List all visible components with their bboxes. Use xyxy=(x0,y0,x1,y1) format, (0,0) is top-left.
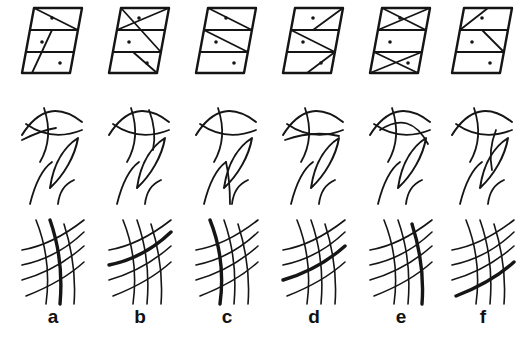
panel-letter: c xyxy=(222,307,233,326)
panel-letter: a xyxy=(48,307,59,326)
panel-letter: d xyxy=(308,307,320,326)
panel-letter: f xyxy=(480,307,486,326)
panel-letter: e xyxy=(396,307,407,326)
panel-letter: b xyxy=(134,307,146,326)
